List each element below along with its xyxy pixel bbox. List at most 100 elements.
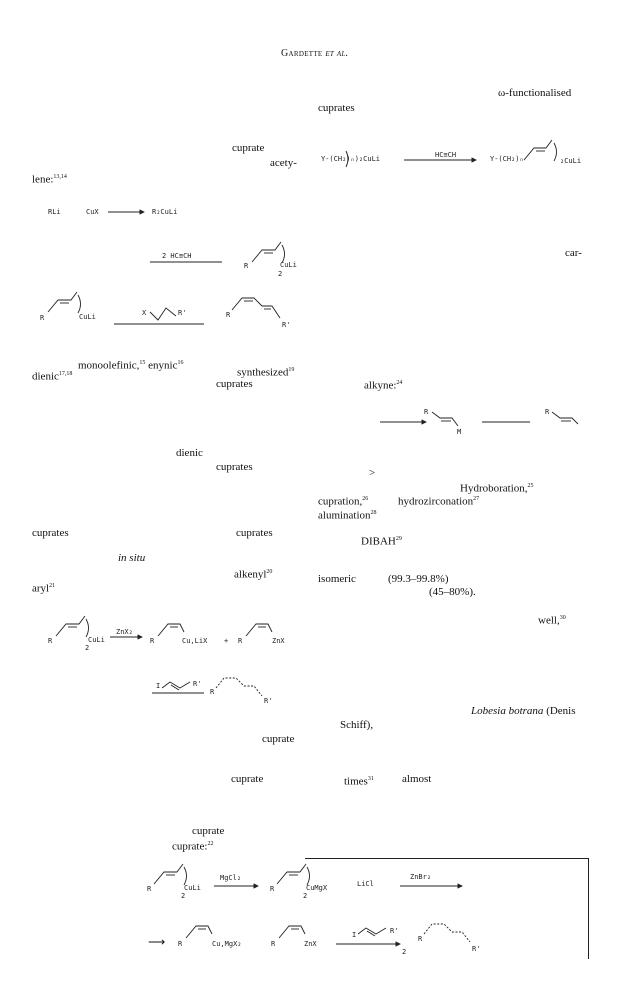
text-purity: (99.3–99.8%) <box>388 573 449 585</box>
label-two-culi-1: ₂CuLi <box>560 157 582 165</box>
text-cuprate: cuprate <box>232 142 265 154</box>
vinyl-znx-1 <box>245 623 273 637</box>
text-cuprate-2: cuprate <box>262 733 295 745</box>
label-arrow-glyph: ⟶ <box>148 935 166 949</box>
text-cuprates-4: cuprates <box>32 527 69 539</box>
text-times: times31 <box>344 775 374 788</box>
paren-cumgx <box>306 866 310 886</box>
paren-cuprate-2 <box>77 294 81 314</box>
diene-product-1 <box>231 297 281 319</box>
paren-cuprate-1 <box>281 244 285 264</box>
label-i-2: I <box>352 931 357 939</box>
text-acety: acety- <box>270 157 297 169</box>
label-cumgx2: Cu,MgX₂ <box>212 940 242 948</box>
text-gt: > <box>369 467 376 479</box>
label-rprime-3: R' <box>193 680 202 688</box>
label-r-6: R <box>48 637 53 645</box>
text-aryl: aryl21 <box>32 582 56 595</box>
text-cuprates-3: cuprates <box>216 461 253 473</box>
vinyl-cumgx <box>276 863 307 885</box>
label-cux: CuX <box>86 208 99 216</box>
text-cuprates-5: cuprates <box>236 527 273 539</box>
vinyl-cuprate-4 <box>153 863 184 885</box>
label-rprime-4: R' <box>264 697 273 705</box>
label-cumgx: CuMgX <box>306 884 328 892</box>
text-lobesia: Lobesia botrana (Denis <box>471 705 576 717</box>
text-hydroboration: Hydroboration,25 <box>460 482 534 495</box>
label-culi-3: CuLi <box>88 636 105 644</box>
vinyl-product-1 <box>523 139 553 161</box>
text-car: car- <box>565 247 582 259</box>
label-r-2: R <box>40 314 45 322</box>
label-r-9: R <box>210 688 215 696</box>
label-znx-1: ZnX <box>272 637 285 645</box>
vinyl-metal <box>431 411 459 427</box>
text-hydrozirconation: hydrozirconation27 <box>398 495 480 508</box>
label-two-4: 2 <box>303 892 308 900</box>
text-well: well,30 <box>538 614 566 627</box>
text-monoolefinic: monoolefinic,15 enynic16 <box>78 359 184 372</box>
label-r-7: R <box>150 637 155 645</box>
label-two-3: 2 <box>181 892 186 900</box>
vinyl-znx-2 <box>278 925 306 939</box>
paren-product-1 <box>553 142 557 162</box>
vinyl-halide <box>149 307 177 321</box>
label-culix: Cu,LiX <box>182 637 208 645</box>
vinyl-iodide-2 <box>357 927 387 935</box>
text-omega-functionalised: ω-functionalised <box>498 87 572 99</box>
text-cuprate-4: cuprate <box>192 825 225 837</box>
diene-product-3 <box>423 923 471 943</box>
vinyl-cumgx2 <box>185 925 213 939</box>
vinyl-iodide <box>161 681 191 689</box>
vinyl-cuprate-3 <box>55 615 86 637</box>
label-rli: RLi <box>48 208 61 216</box>
label-culi-4: CuLi <box>184 884 201 892</box>
text-dienic: dienic17,18 <box>32 370 73 383</box>
label-r-14: R <box>418 935 423 943</box>
diene-product-2 <box>215 677 263 697</box>
label-rprime-1: R' <box>178 309 187 317</box>
label-i-rprime: I <box>156 682 161 690</box>
text-schiff: Schiff), <box>340 719 374 731</box>
label-r2culi: R₂CuLi <box>152 208 178 216</box>
text-cuprate-3: cuprate <box>231 773 264 785</box>
label-znx-2: ZnX <box>304 940 317 948</box>
vinyl-cu <box>157 623 185 637</box>
label-y-ch2-culi: Y-(CH₂)ₙ)₂CuLi <box>321 155 381 163</box>
label-r-11: R <box>270 885 275 893</box>
label-r-4: R <box>424 408 429 416</box>
label-rprime-5: R' <box>390 927 399 935</box>
text-alkenyl: alkenyl20 <box>234 568 273 581</box>
label-y-ch2-product: Y-(CH₂)ₙ <box>490 155 524 163</box>
text-yield: (45–80%). <box>429 586 476 598</box>
label-plus: + <box>224 637 229 645</box>
label-r-8: R <box>238 637 243 645</box>
text-synthesized: synthesized19 <box>237 366 295 379</box>
label-r-12: R <box>178 940 183 948</box>
text-dibah: DIBAH29 <box>361 535 402 548</box>
label-r-1: R <box>244 262 249 270</box>
text-isomeric: isomeric <box>318 573 356 585</box>
text-alkyne: alkyne:24 <box>364 379 403 392</box>
label-two-hc-ch: 2 HC≡CH <box>162 252 192 260</box>
text-cuprates: cuprates <box>318 102 355 114</box>
label-r-5: R <box>545 408 550 416</box>
vinyl-cuprate-1 <box>251 241 282 263</box>
label-znbr2: ZnBr₂ <box>410 873 432 881</box>
label-x: X <box>142 309 147 317</box>
label-rprime-6: R' <box>472 945 481 953</box>
vinyl-product-2 <box>551 411 579 425</box>
label-r-13: R <box>271 940 276 948</box>
label-culi-2: CuLi <box>79 313 96 321</box>
paren-y-ch2 <box>345 150 349 168</box>
label-rprime-2: R' <box>282 321 291 329</box>
label-r-3: R <box>226 311 231 319</box>
label-hc-ch-1: HC≡CH <box>435 151 457 159</box>
label-two-5: 2 <box>402 948 407 956</box>
text-almost: almost <box>402 773 432 785</box>
scheme-box-frame <box>305 858 589 959</box>
label-m: M <box>457 428 462 436</box>
text-cuprates-2: cuprates <box>216 378 253 390</box>
text-lene: lene:13,14 <box>32 173 67 186</box>
